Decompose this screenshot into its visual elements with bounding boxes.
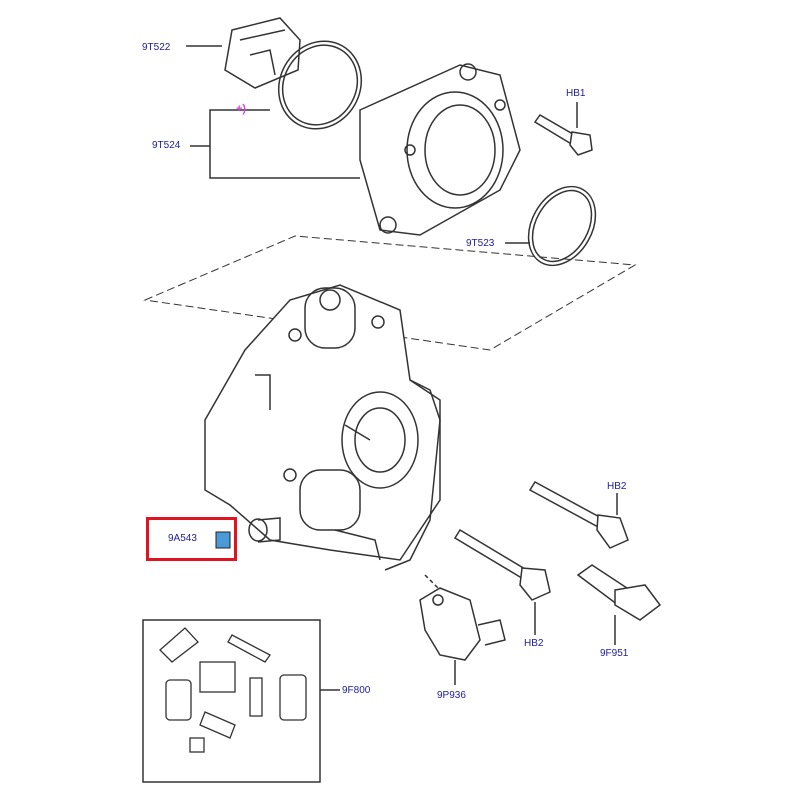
- label-HB1[interactable]: HB1: [566, 88, 586, 99]
- part-HB2-bolt-upper[interactable]: [528, 481, 629, 549]
- highlight-box: [146, 517, 237, 561]
- part-pump-body[interactable]: [204, 284, 441, 571]
- part-9P936-valve[interactable]: [419, 587, 506, 661]
- part-9A543-fitting[interactable]: [248, 517, 281, 543]
- part-9F800-kit-box[interactable]: [142, 619, 321, 783]
- part-9T522[interactable]: [224, 17, 301, 89]
- part-9F951-sensor[interactable]: [576, 564, 662, 621]
- part-9T523-o-ring[interactable]: [515, 175, 609, 278]
- label-9T523[interactable]: 9T523: [466, 238, 495, 249]
- part-HB1-bolt[interactable]: [533, 114, 593, 156]
- part-9T524-housing[interactable]: [359, 63, 521, 236]
- label-9T522[interactable]: 9T522: [142, 42, 171, 53]
- label-9F951[interactable]: 9F951: [600, 648, 629, 659]
- label-HB2-upper[interactable]: HB2: [607, 481, 627, 492]
- note-marker: +): [236, 103, 247, 115]
- part-9A543-icon: [215, 531, 231, 549]
- label-HB2-lower[interactable]: HB2: [524, 638, 544, 649]
- label-9T524[interactable]: 9T524: [152, 140, 181, 151]
- label-9A543[interactable]: 9A543: [168, 533, 197, 544]
- part-HB2-bolt-lower[interactable]: [453, 528, 551, 601]
- label-9F800[interactable]: 9F800: [342, 685, 371, 696]
- label-9P936[interactable]: 9P936: [437, 690, 466, 701]
- part-o-ring-large[interactable]: [263, 26, 377, 144]
